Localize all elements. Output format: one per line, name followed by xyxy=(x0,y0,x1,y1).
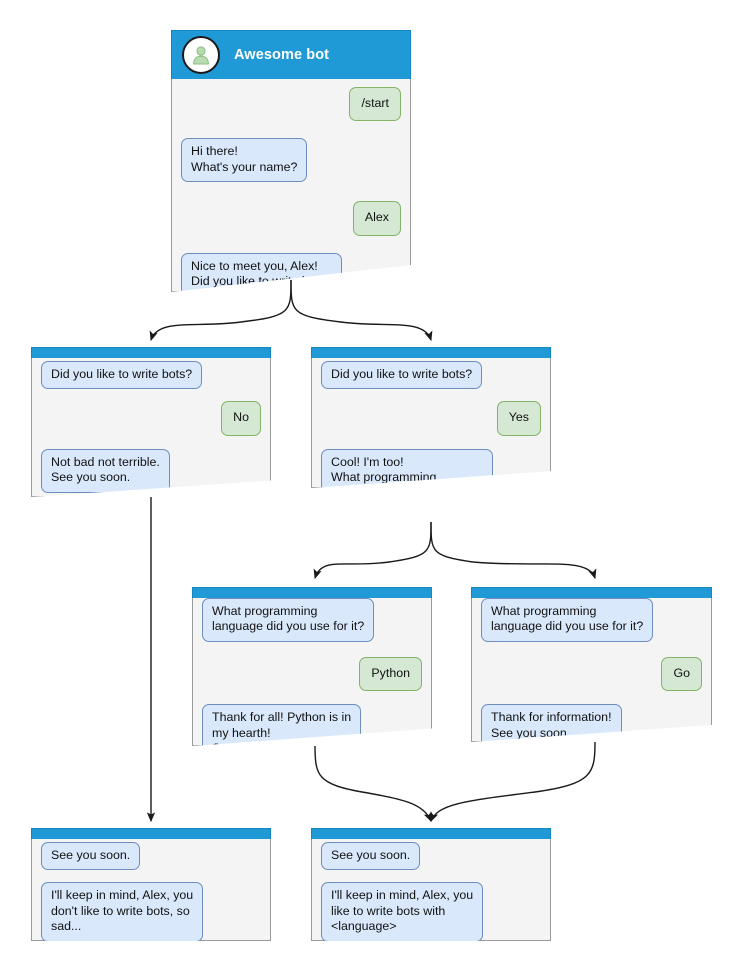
bot-message-bubble[interactable]: I'll keep in mind, Alex, you don't like … xyxy=(41,882,204,941)
node-python-branch-clip: What programming language did you use fo… xyxy=(192,587,432,746)
node-go-branch-clip: What programming language did you use fo… xyxy=(471,587,712,742)
node-go-branch-messages: What programming language did you use fo… xyxy=(471,598,712,742)
message-row: Thank for all! Python is in my hearth! S… xyxy=(202,704,422,746)
message-row: See you soon. xyxy=(321,842,541,871)
bot-message-bubble[interactable]: What programming language did you use fo… xyxy=(481,598,654,642)
node-root[interactable]: Awesome bot /start Hi there! What's your… xyxy=(171,30,411,292)
node-root-clip: Awesome bot /start Hi there! What's your… xyxy=(171,30,411,292)
message-row: Hi there! What's your name? xyxy=(181,138,401,183)
node-python-branch-header xyxy=(192,587,432,598)
bot-message-bubble[interactable]: See you soon. xyxy=(321,842,421,871)
message-row: Did you like to write bots? xyxy=(41,361,261,390)
node-root-header: Awesome bot xyxy=(171,30,411,79)
message-row: Thank for information! See you soon. xyxy=(481,704,702,742)
user-message-bubble[interactable]: Go xyxy=(661,656,702,692)
node-yes-branch-header xyxy=(311,347,551,358)
node-python-branch[interactable]: What programming language did you use fo… xyxy=(192,587,432,746)
user-message-bubble[interactable]: Python xyxy=(359,656,422,692)
message-row: Not bad not terrible. See you soon. xyxy=(41,448,261,493)
node-end-yes-header xyxy=(311,828,551,839)
user-message-bubble[interactable]: /start xyxy=(349,87,401,122)
bot-message-bubble[interactable]: Did you like to write bots? xyxy=(41,361,203,390)
user-message-bubble[interactable]: Alex xyxy=(352,201,401,236)
edge-go-to-end xyxy=(430,741,596,823)
bot-message-bubble[interactable]: Thank for all! Python is in my hearth! S… xyxy=(202,704,362,746)
node-end-yes-messages: See you soon. I'll keep in mind, Alex, y… xyxy=(311,842,551,941)
message-row: Did you like to write bots? xyxy=(321,361,541,390)
message-row: I'll keep in mind, Alex, you like to wri… xyxy=(321,882,541,941)
message-row: Yes xyxy=(321,401,541,436)
bot-message-bubble[interactable]: Nice to meet you, Alex! Did you like to … xyxy=(181,252,343,292)
node-go-branch[interactable]: What programming language did you use fo… xyxy=(471,587,712,742)
user-message-bubble[interactable]: No xyxy=(221,401,261,436)
user-message-bubble[interactable]: Yes xyxy=(496,401,541,436)
node-no-branch[interactable]: Did you like to write bots? No Not bad n… xyxy=(31,347,271,497)
node-end-no-messages: See you soon. I'll keep in mind, Alex, y… xyxy=(31,842,271,941)
bot-message-bubble[interactable]: Hi there! What's your name? xyxy=(181,138,308,183)
bot-message-bubble[interactable]: Thank for information! See you soon. xyxy=(481,704,622,742)
node-end-yes[interactable]: See you soon. I'll keep in mind, Alex, y… xyxy=(311,828,551,941)
edge-yes-to-python xyxy=(313,521,432,580)
node-end-no[interactable]: See you soon. I'll keep in mind, Alex, y… xyxy=(31,828,271,941)
bot-name-label: Awesome bot xyxy=(234,47,330,63)
edge-python-to-end xyxy=(314,745,432,823)
bot-message-bubble[interactable]: Cool! I'm too! What programming language… xyxy=(321,448,494,488)
bot-message-bubble[interactable]: What programming language did you use fo… xyxy=(202,598,375,642)
message-row: What programming language did you use fo… xyxy=(481,598,702,642)
node-yes-branch-messages: Did you like to write bots? Yes Cool! I'… xyxy=(311,361,551,488)
node-yes-branch-clip: Did you like to write bots? Yes Cool! I'… xyxy=(311,347,551,488)
message-row: See you soon. xyxy=(41,842,261,871)
node-yes-branch[interactable]: Did you like to write bots? Yes Cool! I'… xyxy=(311,347,551,488)
message-row: Cool! I'm too! What programming language… xyxy=(321,448,541,488)
message-row: Go xyxy=(481,656,702,692)
message-row: What programming language did you use fo… xyxy=(202,598,422,642)
message-row: I'll keep in mind, Alex, you don't like … xyxy=(41,882,261,941)
node-go-branch-header xyxy=(471,587,712,598)
node-root-messages: /start Hi there! What's your name? Alex … xyxy=(171,87,411,292)
bot-message-bubble[interactable]: I'll keep in mind, Alex, you like to wri… xyxy=(321,882,484,941)
person-avatar-icon xyxy=(182,36,220,74)
bot-message-bubble[interactable]: See you soon. xyxy=(41,842,141,871)
edge-yes-to-go xyxy=(430,521,597,580)
node-python-branch-messages: What programming language did you use fo… xyxy=(192,598,432,746)
message-row: Python xyxy=(202,656,422,692)
message-row: Alex xyxy=(181,201,401,236)
node-no-branch-clip: Did you like to write bots? No Not bad n… xyxy=(31,347,271,497)
message-row: Nice to meet you, Alex! Did you like to … xyxy=(181,252,401,292)
bot-message-bubble[interactable]: Not bad not terrible. See you soon. xyxy=(41,448,170,493)
message-row: No xyxy=(41,401,261,436)
node-no-branch-header xyxy=(31,347,271,358)
message-row: /start xyxy=(181,87,401,122)
node-no-branch-messages: Did you like to write bots? No Not bad n… xyxy=(31,361,271,493)
node-end-no-clip: See you soon. I'll keep in mind, Alex, y… xyxy=(31,828,271,941)
node-end-no-header xyxy=(31,828,271,839)
bot-message-bubble[interactable]: Did you like to write bots? xyxy=(321,361,483,390)
node-end-yes-clip: See you soon. I'll keep in mind, Alex, y… xyxy=(311,828,551,941)
